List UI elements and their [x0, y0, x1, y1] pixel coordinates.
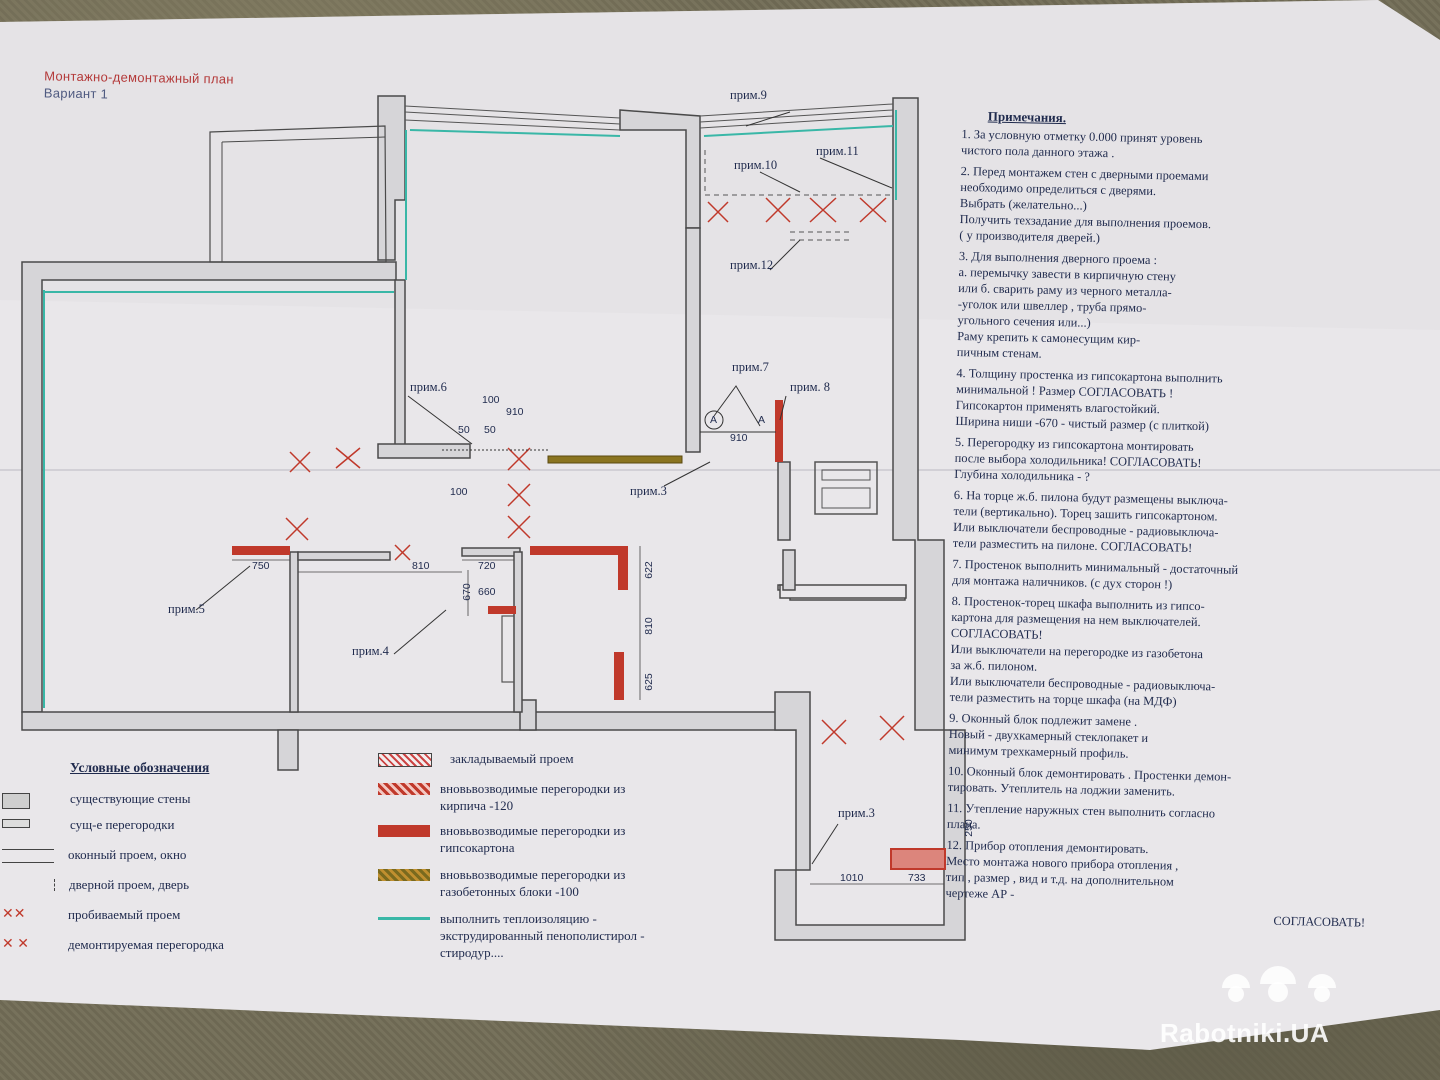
label-note-3-lower: прим.3 — [838, 806, 875, 820]
legend-item-demolished: ✕ ✕ демонтируемая перегородка — [2, 936, 224, 953]
dim-733: 733 — [908, 872, 926, 884]
legend-item-window: оконный проем, окно — [2, 846, 186, 863]
legend-label: сущ-е перегородки — [70, 817, 175, 832]
dim-622: 622 — [642, 561, 655, 579]
dim-100-bottom: 100 — [450, 486, 468, 498]
dim-50-right: 50 — [484, 424, 496, 436]
legend-label: выполнить теплоизоляцию - экструдированн… — [440, 911, 645, 960]
legend-item-existing-partitions: сущ-е перегородки — [2, 816, 174, 833]
builders-logo-icon — [1222, 966, 1336, 1002]
cross-symbol: ✕✕ — [2, 907, 26, 922]
section-mark-a2: A — [758, 414, 766, 426]
section-mark-a: A — [710, 414, 718, 426]
note-10: 10. Оконный блок демонтировать . Простен… — [947, 763, 1232, 799]
note-7: 7. Простенок выполнить минимальный - дос… — [951, 556, 1239, 592]
insulation-symbol — [378, 917, 430, 920]
dim-810-vertical: 810 — [642, 617, 655, 635]
legend-item-gypsum: вновьвозводимые перегородки из гипсокарт… — [378, 822, 625, 856]
door-symbol — [2, 879, 55, 891]
dim-670: 670 — [460, 583, 473, 601]
legend-label: вновьвозводимые перегородки из газобетон… — [440, 867, 626, 899]
label-note-4: прим.4 — [352, 644, 389, 658]
notes-final-approve: СОГЛАСОВАТЬ! — [1273, 913, 1366, 930]
label-note-11: прим.11 — [816, 144, 859, 158]
legend-item-new-opening: ✕✕ пробиваемый проем — [2, 906, 180, 923]
label-note-7: прим.7 — [732, 360, 769, 374]
note-5: 5. Перегородку из гипсокартона монтирова… — [954, 434, 1202, 484]
note-3: 3. Для выполнения дверного проема : а. п… — [956, 248, 1177, 361]
legend-title: Условные обозначения — [70, 760, 210, 775]
label-note-9: прим.9 — [730, 88, 767, 102]
label-note-10: прим.10 — [734, 158, 778, 172]
note-2: 2. Перед монтажем стен с дверными проема… — [959, 163, 1212, 245]
label-note-12: прим.12 — [730, 258, 774, 272]
legend-item-gas-concrete: вновьвозводимые перегородки из газобетон… — [378, 866, 625, 900]
gypsum-partition-symbol — [378, 825, 430, 837]
legend-label: оконный проем, окно — [68, 847, 187, 862]
note-1: 1. За условную отметку 0.000 принят уров… — [960, 126, 1203, 161]
existing-partition-symbol — [2, 819, 30, 828]
dim-720: 720 — [478, 560, 496, 572]
window-symbol — [2, 849, 54, 863]
legend-label: пробиваемый проем — [68, 907, 181, 922]
dim-750: 750 — [252, 560, 270, 572]
note-6: 6. На торце ж.б. пилона будут размещены … — [952, 487, 1228, 555]
dim-910-kitchen: 910 — [730, 432, 748, 444]
notes-panel: Примечания. 1. За условную отметку 0.000… — [945, 108, 1382, 936]
watermark-brand: Rabotniki.UA — [1160, 1018, 1330, 1048]
gas-concrete-symbol — [378, 869, 430, 881]
plan-title: Монтажно-демонтажный план Вариант 1 — [44, 68, 234, 103]
dim-100-top: 100 — [482, 394, 500, 406]
legend: Условные обозначения существующие стены … — [0, 751, 760, 970]
legend-label: демонтируемая перегородка — [68, 937, 224, 952]
note-12: 12. Прибор отопления демонтировать. Мест… — [945, 837, 1179, 902]
legend-label: закладываемый проем — [450, 751, 574, 766]
demolition-cross-symbol: ✕ ✕ — [2, 937, 29, 952]
existing-wall-symbol — [2, 793, 30, 809]
label-note-6: прим.6 — [410, 380, 447, 394]
note-9: 9. Оконный блок подлежит замене . Новый … — [948, 710, 1149, 761]
note-11: 11. Утепление наружных стен выполнить со… — [946, 800, 1216, 832]
legend-label: вновьвозводимые перегородки из кирпича -… — [440, 781, 626, 813]
dim-625: 625 — [642, 673, 655, 691]
label-note-5: прим.5 — [168, 602, 205, 616]
legend-label: существующие стены — [70, 791, 191, 806]
dim-50-left: 50 — [458, 424, 470, 436]
legend-item-insulation: выполнить теплоизоляцию - экструдированн… — [378, 910, 645, 961]
dim-1010: 1010 — [840, 872, 864, 884]
legend-label: вновьвозводимые перегородки из гипсокарт… — [440, 823, 626, 855]
label-note-3: прим.3 — [630, 484, 667, 498]
dim-810-corridor: 810 — [412, 560, 430, 572]
filled-opening-symbol — [378, 753, 432, 767]
legend-item-door: дверной проем, дверь — [2, 876, 189, 893]
legend-item-brick: вновьвозводимые перегородки из кирпича -… — [378, 780, 625, 814]
note-4: 4. Толщину простенка из гипсокартона вып… — [955, 365, 1223, 434]
label-note-8: прим. 8 — [790, 380, 831, 394]
dim-910-top: 910 — [506, 406, 524, 418]
brick-partition-symbol — [378, 783, 430, 795]
legend-label: дверной проем, дверь — [69, 877, 190, 892]
dim-660: 660 — [478, 586, 496, 598]
note-8: 8. Простенок-торец шкафа выполнить из ги… — [949, 593, 1216, 709]
legend-item-existing-walls: существующие стены — [2, 790, 190, 809]
legend-item-filled-opening: закладываемый проем — [378, 750, 574, 767]
plan-title-main: Монтажно-демонтажный план — [44, 68, 234, 87]
